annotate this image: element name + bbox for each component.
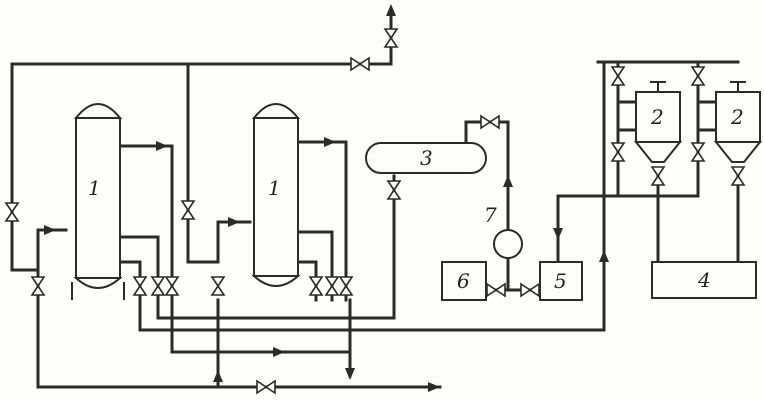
- flow-arrow-icon: [324, 137, 336, 147]
- valve-icon: [480, 114, 500, 130]
- valve-icon: [610, 142, 626, 162]
- vessel3-label: 3: [420, 146, 433, 170]
- valve-icon: [610, 66, 626, 86]
- pump-7: 7: [484, 203, 523, 259]
- column2-header-drop: [186, 62, 220, 264]
- vessel3-body: [365, 142, 487, 174]
- left-riser-pipe: [10, 62, 40, 389]
- tank-2b: 2: [713, 81, 763, 163]
- valve-icon: [210, 276, 226, 296]
- tank2b-top-fitting: [730, 81, 746, 92]
- column1b-label: 1: [268, 176, 281, 200]
- column1b-body: [253, 117, 299, 277]
- flow-arrow-icon: [599, 250, 609, 262]
- valve-icon: [650, 166, 666, 186]
- valve-icon: [180, 200, 196, 220]
- tank2a-top-fitting: [650, 81, 666, 92]
- valve-icon: [164, 276, 180, 296]
- valve-icon: [30, 276, 46, 296]
- tank2a-label: 2: [650, 105, 664, 129]
- unit5-body: [539, 261, 583, 301]
- valve-icon: [383, 28, 399, 48]
- flow-arrow-icon: [553, 228, 563, 240]
- tank2b-body: [715, 91, 761, 143]
- vessel-3: 3: [365, 142, 487, 174]
- flow-arrow-icon: [345, 368, 355, 380]
- column2-top-outlet: [296, 140, 348, 302]
- valve-icon: [690, 66, 706, 86]
- tank2b-label: 2: [730, 105, 744, 129]
- unit-5: 5: [539, 261, 583, 301]
- valve-icon: [520, 282, 540, 298]
- column1a-legs: [71, 282, 125, 300]
- pipelines: [10, 10, 740, 389]
- flow-arrow-icon: [428, 382, 440, 392]
- pump7-body: [493, 229, 523, 259]
- valve-icon: [338, 276, 354, 296]
- valve-icon: [308, 276, 324, 296]
- column2-feed-pipe: [216, 220, 252, 264]
- valves: [4, 28, 746, 395]
- valve-icon: [256, 379, 276, 395]
- column1a-bottom-dome: [73, 277, 123, 289]
- valve-icon: [132, 276, 148, 296]
- column1a-label: 1: [88, 176, 101, 200]
- column-1a: 1: [71, 103, 125, 300]
- column1a-body: [75, 117, 121, 279]
- valve-icon: [386, 180, 402, 200]
- column1a-top-outlet: [118, 144, 174, 302]
- column1a-feed-pipe: [36, 228, 68, 272]
- flow-arrow-icon: [156, 141, 168, 151]
- column1a-top-dome: [73, 103, 123, 119]
- tank-2a: 2: [633, 81, 683, 163]
- unit5-label: 5: [554, 269, 567, 293]
- column1b-bottom-dome: [251, 275, 301, 287]
- collector-line-2: [156, 174, 396, 320]
- valve-icon: [486, 282, 506, 298]
- flow-arrow-icon: [503, 175, 513, 187]
- flow-arrow-icon: [273, 347, 285, 357]
- unit6-body: [441, 261, 487, 301]
- valve-icon: [690, 142, 706, 162]
- pump7-label: 7: [484, 203, 497, 227]
- valve-icon: [324, 276, 340, 296]
- flow-arrow-icon: [44, 225, 56, 235]
- tank2a-cone: [633, 141, 683, 163]
- flow-arrow-icon: [386, 4, 396, 16]
- unit-6: 6: [441, 261, 487, 301]
- tank2b-cone: [713, 141, 763, 163]
- flow-arrow-icon: [228, 217, 240, 227]
- valve-icon: [150, 276, 166, 296]
- flow-arrows: [44, 4, 609, 392]
- column-1b: 1: [251, 103, 301, 287]
- valve-icon: [730, 166, 746, 186]
- right-collector: [556, 188, 700, 264]
- column1b-top-dome: [251, 103, 301, 119]
- unit6-label: 6: [457, 269, 470, 293]
- unit-4: 4: [651, 261, 757, 299]
- unit4-body: [651, 261, 757, 299]
- collector-line-3: [170, 298, 352, 354]
- valve-icon: [350, 56, 370, 72]
- unit4-label: 4: [697, 268, 711, 292]
- flow-arrow-icon: [213, 370, 223, 382]
- valve-icon: [4, 202, 20, 222]
